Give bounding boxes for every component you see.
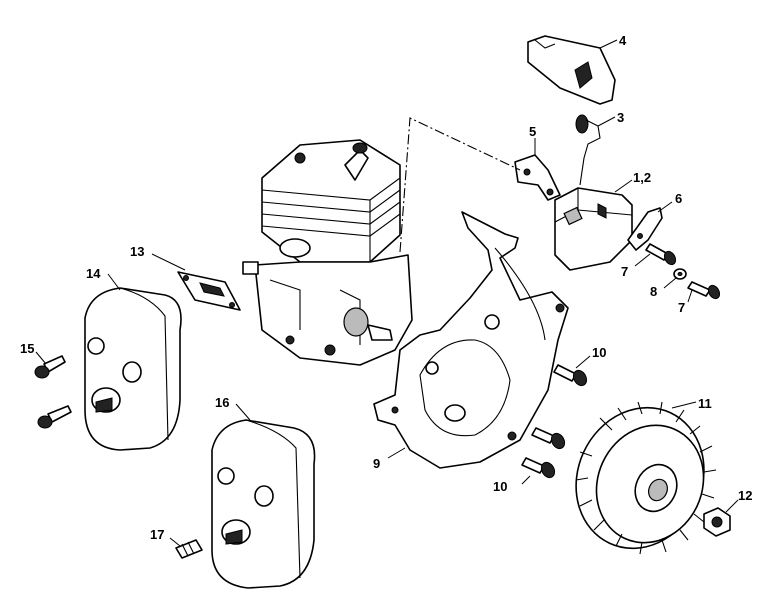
engine-cylinder bbox=[242, 139, 413, 366]
leader-12 bbox=[725, 499, 739, 513]
callout-10: 10 bbox=[592, 345, 606, 360]
part-11-flywheel bbox=[575, 401, 717, 555]
leader-17 bbox=[169, 537, 181, 547]
leader-11 bbox=[671, 401, 697, 409]
callout-12: 12 bbox=[738, 488, 752, 503]
part-16-muffler bbox=[211, 419, 316, 589]
part-7-screw-lower bbox=[687, 281, 721, 300]
leader-3 bbox=[597, 116, 616, 127]
callout-6: 6 bbox=[675, 191, 682, 206]
assembly-line bbox=[399, 117, 521, 253]
part-14-muffler bbox=[84, 287, 182, 451]
part-17-plug bbox=[175, 539, 203, 559]
callout-17: 17 bbox=[150, 527, 164, 542]
part-9-fan-housing bbox=[373, 211, 569, 469]
callout-10: 10 bbox=[493, 479, 507, 494]
callout-16: 16 bbox=[215, 395, 229, 410]
part-8-washer bbox=[673, 268, 687, 280]
part-4-cover bbox=[527, 35, 616, 105]
part-7-screw-upper bbox=[645, 243, 677, 266]
leader-13 bbox=[151, 253, 186, 271]
part-10-screw-lower bbox=[521, 457, 556, 479]
leader-16 bbox=[235, 403, 251, 421]
part-6-ground-plate bbox=[627, 207, 663, 251]
leader-4 bbox=[599, 39, 618, 49]
leader-1-2 bbox=[614, 179, 633, 193]
leader-6 bbox=[657, 201, 673, 213]
part-5-bracket bbox=[514, 154, 561, 201]
part-13-gasket bbox=[177, 271, 241, 311]
callout-3: 3 bbox=[617, 110, 624, 125]
leader-9 bbox=[387, 447, 406, 459]
callout-11: 11 bbox=[698, 396, 712, 411]
part-10-screw-mid bbox=[531, 427, 566, 450]
part-1-2-ignition-module bbox=[554, 187, 633, 271]
callout-14: 14 bbox=[86, 266, 101, 281]
callout-5: 5 bbox=[529, 124, 536, 139]
callout-1-2: 1,2 bbox=[633, 170, 651, 185]
leader-8 bbox=[663, 277, 677, 289]
callout-7: 7 bbox=[621, 264, 628, 279]
part-12-nut bbox=[703, 507, 731, 537]
part-3-spring bbox=[575, 114, 601, 186]
callout-15: 15 bbox=[20, 341, 34, 356]
leader-7-upper bbox=[634, 253, 651, 267]
callout-7: 7 bbox=[678, 300, 685, 315]
callout-8: 8 bbox=[650, 284, 657, 299]
part-10-screw-upper bbox=[553, 364, 588, 387]
leader-10-upper bbox=[575, 355, 591, 369]
callout-4: 4 bbox=[619, 33, 627, 48]
leader-14 bbox=[107, 273, 121, 291]
callout-13: 13 bbox=[130, 244, 144, 259]
leader-10-lower bbox=[521, 475, 531, 485]
leader-7-lower bbox=[687, 289, 693, 303]
part-15-screw-lower bbox=[37, 405, 72, 429]
part-15-screw-upper bbox=[34, 355, 66, 379]
leader-15 bbox=[35, 351, 47, 365]
callout-9: 9 bbox=[373, 456, 380, 471]
